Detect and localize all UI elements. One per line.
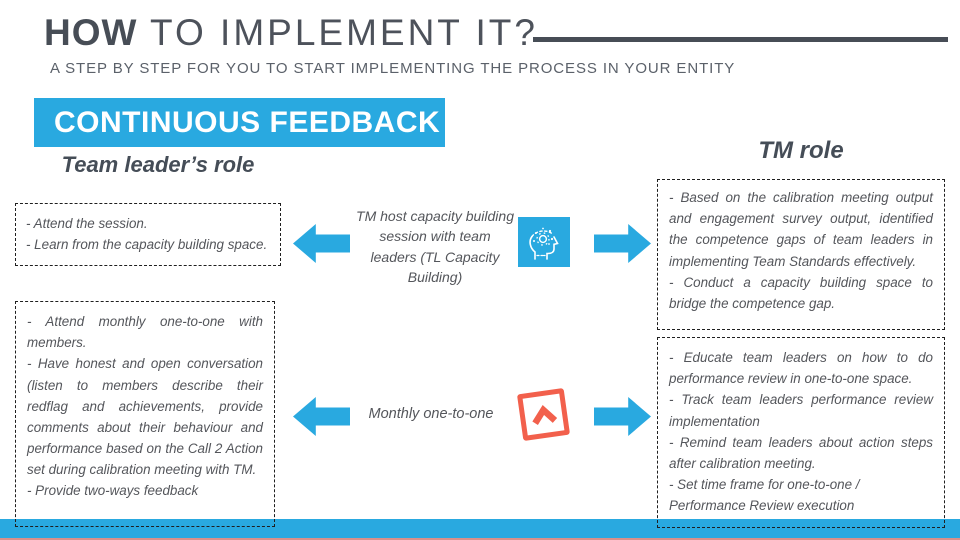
bottom-salmon-line [0, 538, 960, 540]
page-subtitle: A STEP BY STEP FOR YOU TO START IMPLEMEN… [50, 60, 736, 77]
chevron-up-box-icon [516, 387, 571, 442]
column-header-team-leader: Team leader’s role [61, 152, 255, 177]
arrow-left-bottom-icon [293, 397, 350, 436]
column-header-tm: TM role [758, 137, 844, 164]
center-label-one-to-one: Monthly one-to-one [368, 406, 494, 422]
page-title-rest: TO IMPLEMENT IT? [137, 12, 538, 53]
arrow-right-bottom-icon [594, 397, 651, 436]
head-gears-icon [518, 217, 570, 267]
section-banner-label: CONTINUOUS FEEDBACK [54, 105, 441, 139]
team-leader-box-one-to-one: - Attend monthly one-to-one with members… [15, 301, 275, 527]
arrow-left-top-icon [293, 224, 350, 263]
team-leader-box-one-to-one-text: - Attend monthly one-to-one with members… [27, 314, 263, 499]
arrow-right-top-icon [594, 224, 651, 263]
tm-box-capacity: - Based on the calibration meeting outpu… [657, 179, 945, 330]
section-banner: CONTINUOUS FEEDBACK [34, 98, 445, 147]
title-rule-line [533, 37, 948, 42]
page-title-bold: HOW [44, 12, 138, 53]
tm-box-one-to-one-text: - Educate team leaders on how to do perf… [669, 350, 933, 514]
tm-box-capacity-text: - Based on the calibration meeting outpu… [669, 190, 933, 311]
team-leader-box-capacity-text: - Attend the session. - Learn from the c… [26, 216, 268, 253]
tm-box-one-to-one: - Educate team leaders on how to do perf… [657, 337, 945, 528]
team-leader-box-capacity: - Attend the session. - Learn from the c… [15, 203, 281, 266]
page-title: HOW TO IMPLEMENT IT? [44, 12, 538, 54]
bottom-accent-bar [0, 519, 960, 538]
center-label-capacity: TM host capacity building session with t… [356, 208, 514, 285]
